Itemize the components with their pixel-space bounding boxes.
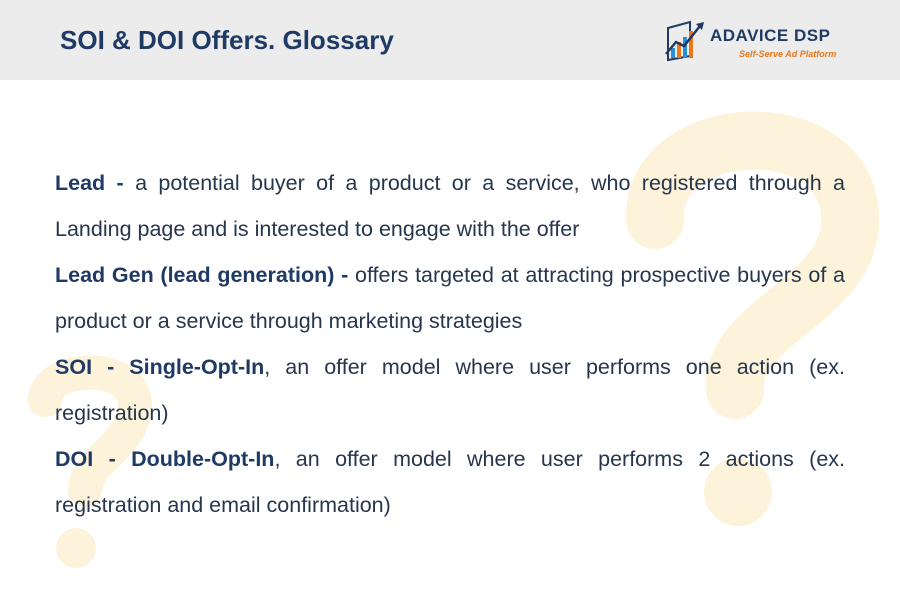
page-title: SOI & DOI Offers. Glossary	[60, 25, 394, 55]
brand-name: ADAVICE DSP	[710, 26, 831, 45]
glossary-definition: , an offer model where user performs 2 a…	[55, 447, 845, 517]
glossary-definition: offers targeted at attracting prospectiv…	[55, 263, 845, 333]
glossary-content: Lead - a potential buyer of a product or…	[55, 160, 845, 528]
glossary-term: Lead Gen (lead generation) -	[55, 263, 349, 287]
glossary-term: SOI - Single-Opt-In	[55, 355, 265, 379]
brand-tagline: Self-Serve Ad Platform	[739, 49, 837, 59]
glossary-definition: a potential buyer of a product or a serv…	[55, 171, 845, 241]
glossary-entry: DOI - Double-Opt-In, an offer model wher…	[55, 436, 845, 528]
glossary-entry: Lead Gen (lead generation) - offers targ…	[55, 252, 845, 344]
brand-logo: ADAVICE DSP Self-Serve Ad Platform	[662, 20, 842, 62]
glossary-entry: Lead - a potential buyer of a product or…	[55, 160, 845, 252]
bar-chart-arrow-icon	[665, 20, 704, 62]
glossary-entry: SOI - Single-Opt-In, an offer model wher…	[55, 344, 845, 436]
glossary-definition: , an offer model where user performs one…	[55, 355, 845, 425]
header-bar: SOI & DOI Offers. Glossary ADAVICE DSP S…	[0, 0, 900, 80]
question-mark-dot	[56, 528, 96, 568]
glossary-term: Lead -	[55, 171, 124, 195]
glossary-term: DOI - Double-Opt-In	[55, 447, 275, 471]
